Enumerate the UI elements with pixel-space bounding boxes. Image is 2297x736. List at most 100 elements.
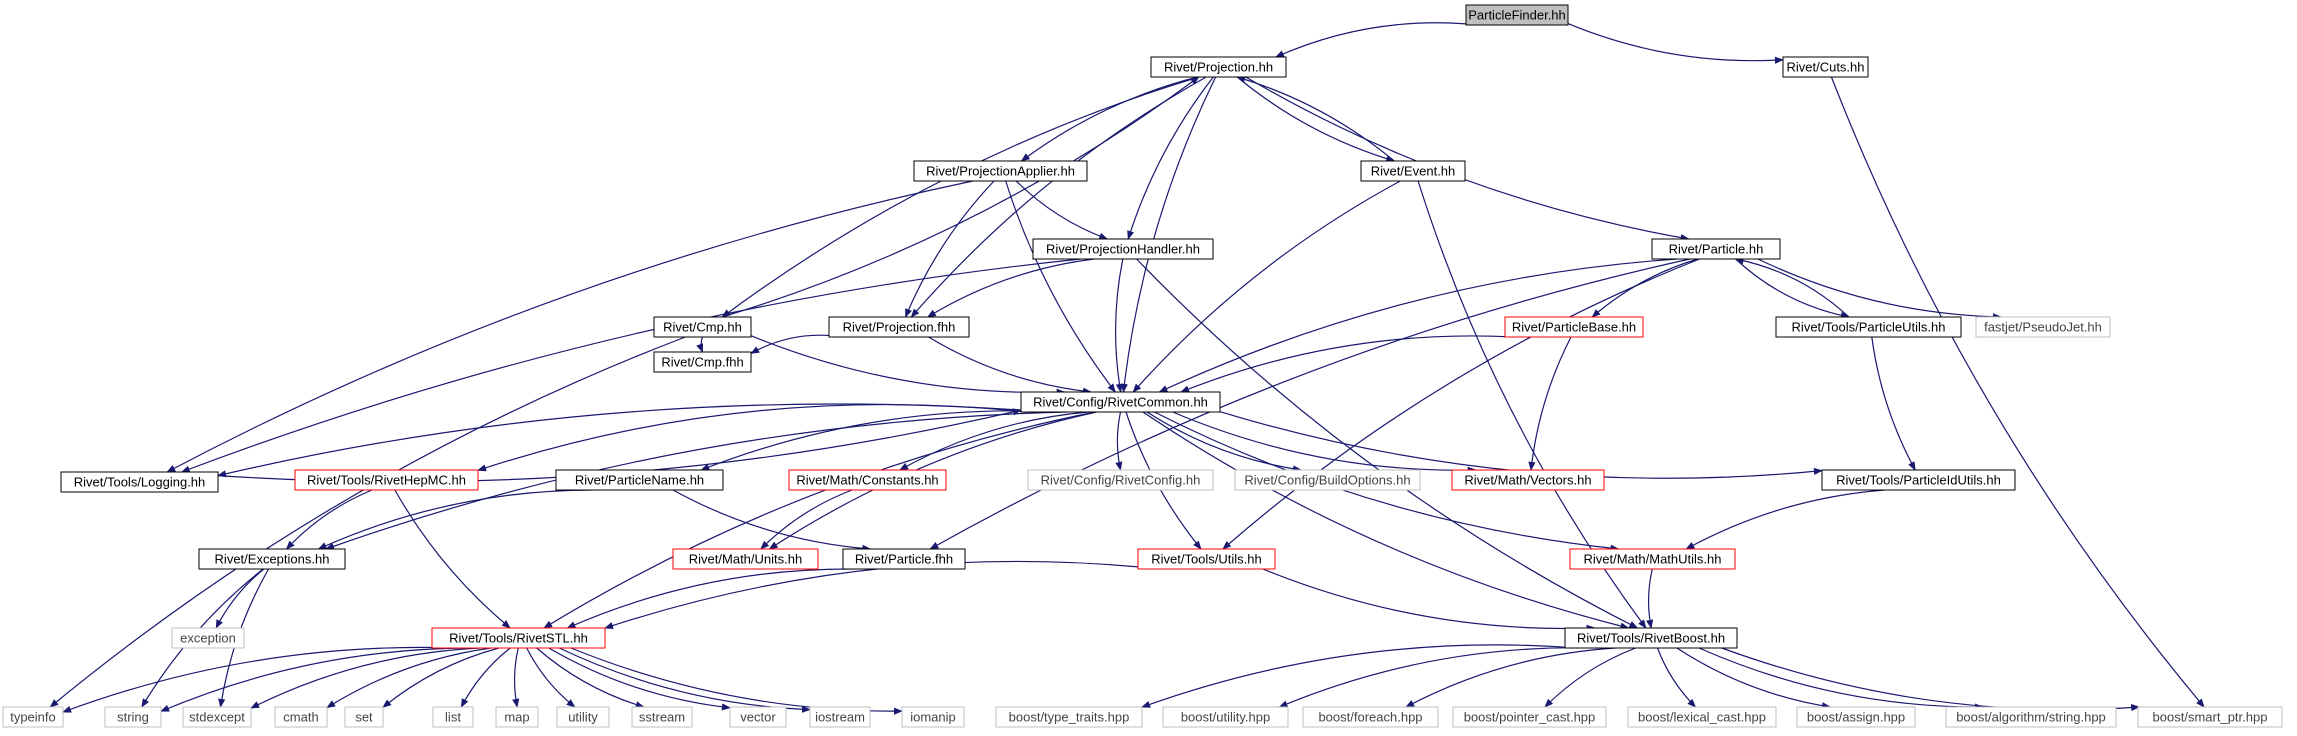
- node-label: typeinfo: [10, 710, 56, 725]
- edge-hepmc-to-rivetstl: [394, 489, 511, 629]
- edge-projection-to-projapplier: [1020, 76, 1198, 162]
- edge-rivetboost-to-assign: [1676, 647, 1831, 710]
- edge-utils-to-rivetstl: [604, 560, 1139, 629]
- node-hepmc[interactable]: Rivet/Tools/RivetHepMC.hh: [294, 469, 479, 491]
- node-box: [294, 469, 479, 491]
- node-rivetcommon[interactable]: Rivet/Config/RivetCommon.hh: [1020, 391, 1221, 413]
- node-label: stdexcept: [189, 710, 245, 725]
- edge-projection-to-event: [1236, 76, 1396, 163]
- node-box: [198, 548, 346, 570]
- edge-projhandler-to-rivetboost: [1136, 258, 1639, 629]
- node-label: Rivet/ParticleBase.hh: [1512, 320, 1636, 335]
- node-exceptions[interactable]: Rivet/Exceptions.hh: [198, 548, 346, 570]
- edge-rivetboost-to-butility: [1278, 647, 1598, 708]
- node-box: [1032, 238, 1214, 260]
- node-cuts[interactable]: Rivet/Cuts.hh: [1782, 56, 1869, 78]
- node-projhandler[interactable]: Rivet/ProjectionHandler.hh: [1032, 238, 1214, 260]
- node-label: boost/smart_ptr.hpp: [2153, 710, 2268, 725]
- node-box: [1302, 706, 1439, 728]
- edge-rivetstl-to-string: [160, 647, 470, 712]
- edge-cuts-to-smartptr: [1830, 76, 2205, 708]
- node-exception: exception: [171, 627, 245, 649]
- edge-projection-to-particle: [1245, 76, 1690, 242]
- node-particlename[interactable]: Rivet/ParticleName.hh: [555, 469, 724, 491]
- node-cmpfhh[interactable]: Rivet/Cmp.fhh: [653, 351, 752, 373]
- edge-particlebase-to-rivetcommon: [1180, 335, 1514, 393]
- node-label: Rivet/Math/Vectors.hh: [1464, 473, 1591, 488]
- edge-cmp-to-typeinfo: [49, 336, 686, 708]
- node-root[interactable]: ParticleFinder.hh: [1465, 4, 1569, 26]
- node-set: set: [344, 706, 384, 728]
- node-utils[interactable]: Rivet/Tools/Utils.hh: [1137, 548, 1276, 570]
- node-projection[interactable]: Rivet/Projection.hh: [1150, 56, 1287, 78]
- node-label: map: [504, 710, 529, 725]
- node-box: [995, 706, 1143, 728]
- node-box: [842, 548, 966, 570]
- node-box: [1821, 469, 2016, 491]
- node-event[interactable]: Rivet/Event.hh: [1360, 160, 1466, 182]
- edge-rivetboost-to-foreach: [1405, 647, 1616, 708]
- node-box: [555, 469, 724, 491]
- edge-event-to-rivetcommon: [1132, 180, 1401, 393]
- edge-rivetcommon-to-pidutils: [1219, 411, 1823, 479]
- node-label: Rivet/ProjectionApplier.hh: [926, 164, 1075, 179]
- node-units[interactable]: Rivet/Math/Units.hh: [672, 548, 819, 570]
- node-box: [2137, 706, 2283, 728]
- node-box: [1234, 469, 1421, 491]
- node-lexicalcast: boost/lexical_cast.hpp: [1627, 706, 1777, 728]
- node-label: string: [117, 710, 149, 725]
- node-box: [828, 316, 970, 338]
- node-rivetboost[interactable]: Rivet/Tools/RivetBoost.hh: [1564, 627, 1738, 649]
- node-box: [1451, 469, 1605, 491]
- node-label: Rivet/Tools/ParticleUtils.hh: [1792, 320, 1946, 335]
- edge-rivetcommon-to-rivetstl: [543, 411, 1096, 629]
- node-label: list: [445, 710, 461, 725]
- node-box: [1627, 706, 1777, 728]
- node-label: Rivet/Config/BuildOptions.hh: [1244, 473, 1410, 488]
- node-box: [1150, 56, 1287, 78]
- node-box: [556, 706, 610, 728]
- node-label: set: [355, 710, 373, 725]
- node-projfhh[interactable]: Rivet/Projection.fhh: [828, 316, 970, 338]
- node-label: utility: [568, 710, 598, 725]
- node-particle[interactable]: Rivet/Particle.hh: [1651, 238, 1781, 260]
- edge-particlefhh-to-rivetstl: [566, 568, 856, 629]
- node-buildoptions: Rivet/Config/BuildOptions.hh: [1234, 469, 1421, 491]
- edge-projection-to-cmp: [721, 76, 1199, 318]
- node-string: string: [104, 706, 162, 728]
- edge-constants-to-units: [760, 489, 853, 550]
- node-rivetstl[interactable]: Rivet/Tools/RivetSTL.hh: [431, 627, 606, 649]
- node-constants[interactable]: Rivet/Math/Constants.hh: [788, 469, 947, 491]
- node-vector: vector: [729, 706, 787, 728]
- node-pointercast: boost/pointer_cast.hpp: [1452, 706, 1607, 728]
- node-stdexcept: stdexcept: [182, 706, 252, 728]
- node-logging[interactable]: Rivet/Tools/Logging.hh: [60, 471, 219, 493]
- node-label: Rivet/Exceptions.hh: [215, 552, 330, 567]
- node-utility: utility: [556, 706, 610, 728]
- node-label: Rivet/Math/Units.hh: [689, 552, 802, 567]
- node-label: Rivet/Cmp.fhh: [661, 355, 743, 370]
- node-projapplier[interactable]: Rivet/ProjectionApplier.hh: [913, 160, 1088, 182]
- node-box: [913, 160, 1088, 182]
- edge-rivetstl-to-map: [512, 647, 520, 708]
- node-particleutils[interactable]: Rivet/Tools/ParticleUtils.hh: [1775, 316, 1962, 338]
- node-pidutils[interactable]: Rivet/Tools/ParticleIdUtils.hh: [1821, 469, 2016, 491]
- edge-rivetboost-to-lexicalcast: [1656, 647, 1697, 708]
- node-box: [104, 706, 162, 728]
- node-label: Rivet/Math/Constants.hh: [796, 473, 938, 488]
- edge-projhandler-to-logging: [180, 258, 1081, 473]
- node-typeinfo: typeinfo: [2, 706, 64, 728]
- node-cmp[interactable]: Rivet/Cmp.hh: [653, 316, 752, 338]
- node-label: Rivet/Particle.hh: [1669, 242, 1764, 257]
- node-vectors[interactable]: Rivet/Math/Vectors.hh: [1451, 469, 1605, 491]
- node-label: cmath: [283, 710, 318, 725]
- node-box: [1775, 316, 1962, 338]
- node-box: [495, 706, 539, 728]
- node-mathutils[interactable]: Rivet/Math/MathUtils.hh: [1569, 548, 1736, 570]
- edge-exceptions-to-exception: [215, 568, 265, 629]
- node-particlefhh[interactable]: Rivet/Particle.fhh: [842, 548, 966, 570]
- node-list: list: [432, 706, 474, 728]
- edge-rivetcommon-to-buildoptions: [1146, 411, 1302, 473]
- node-particlebase[interactable]: Rivet/ParticleBase.hh: [1504, 316, 1644, 338]
- node-algostring: boost/algorithm/string.hpp: [1945, 706, 2117, 728]
